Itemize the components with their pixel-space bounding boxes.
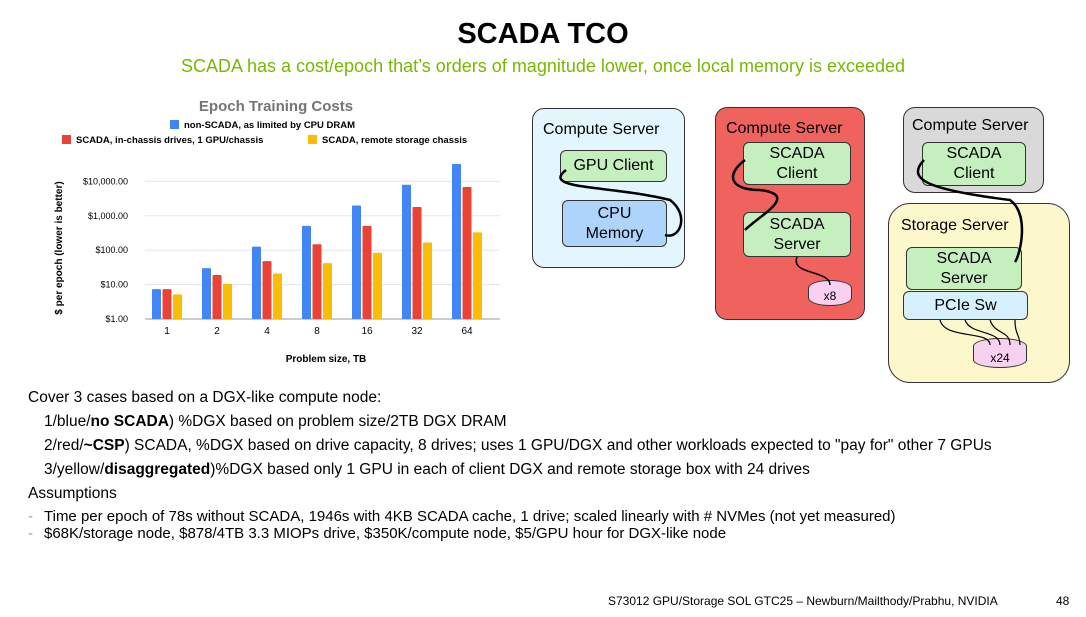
- y-axis-label: $ per epoch (lower is better): [54, 181, 65, 314]
- bar: [312, 244, 322, 319]
- legend-swatch: [62, 135, 71, 144]
- bar: [412, 207, 422, 319]
- page-number: 48: [1056, 594, 1070, 608]
- y-tick-label: $100.00: [95, 245, 128, 255]
- x-tick-label: 32: [411, 326, 423, 337]
- scada-server: SCADA Server: [743, 212, 851, 257]
- bar: [462, 186, 472, 319]
- legend-label: non-SCADA, as limited by CPU DRAM: [184, 120, 355, 131]
- bar: [423, 242, 432, 319]
- scada-client: SCADA Client: [922, 142, 1026, 186]
- server-title: Compute Server: [726, 120, 843, 137]
- bar: [212, 275, 222, 319]
- bar: [152, 289, 161, 319]
- x-tick-label: 8: [314, 326, 320, 337]
- legend-label: SCADA, in-chassis drives, 1 GPU/chassis: [76, 135, 263, 146]
- footer: S73012 GPU/Storage SOL GTC25 – Newburn/M…: [608, 594, 998, 608]
- server-title: Compute Server: [543, 121, 660, 138]
- legend-label: SCADA, remote storage chassis: [322, 135, 467, 146]
- server-title: Compute Server: [912, 117, 1029, 134]
- x-tick-label: 16: [361, 326, 373, 337]
- bar: [162, 289, 172, 319]
- scada-server: SCADA Server: [906, 247, 1022, 290]
- scada-client: SCADA Client: [743, 142, 851, 185]
- bar: [352, 205, 361, 319]
- x-tick-label: 2: [214, 326, 220, 337]
- legend-swatch: [308, 135, 317, 144]
- description-text: Cover 3 cases based on a DGX-like comput…: [28, 386, 992, 542]
- case-3: 3/yellow/disaggregated)%DGX based only 1…: [44, 461, 810, 478]
- chart-legend: non-SCADA, as limited by CPU DRAM SCADA, …: [62, 120, 467, 146]
- bar: [273, 273, 282, 319]
- bar: [202, 268, 211, 319]
- legend-swatch: [170, 120, 179, 129]
- x-tick-label: 1: [164, 326, 170, 337]
- bar: [323, 263, 332, 319]
- bar: [302, 225, 311, 319]
- server-title: Storage Server: [901, 217, 1009, 234]
- assumptions-heading: Assumptions: [28, 485, 117, 502]
- y-tick-label: $1,000.00: [88, 211, 128, 221]
- cpu-memory: CPU Memory: [562, 200, 667, 247]
- x-tick-label: 4: [264, 326, 270, 337]
- chart-title: Epoch Training Costs: [199, 98, 353, 115]
- x-axis-label: Problem size, TB: [286, 354, 367, 365]
- assumption-1: -Time per epoch of 78s without SCADA, 19…: [28, 508, 896, 525]
- bar: [373, 252, 382, 319]
- y-tick-label: $1.00: [105, 314, 128, 324]
- bar: [452, 164, 461, 319]
- intro: Cover 3 cases based on a DGX-like comput…: [28, 389, 382, 406]
- x-tick-label: 64: [461, 326, 473, 337]
- y-tick-label: $10,000.00: [83, 176, 128, 186]
- case-1: 1/blue/no SCADA) %DGX based on problem s…: [44, 413, 507, 430]
- bar: [362, 225, 372, 319]
- bar: [252, 246, 261, 319]
- bar: [173, 294, 182, 319]
- gpu-client: GPU Client: [560, 150, 667, 182]
- bar: [473, 232, 482, 319]
- slide-subtitle: SCADA has a cost/epoch that’s orders of …: [180, 56, 906, 76]
- slide-title: SCADA TCO: [457, 18, 629, 50]
- bar: [402, 184, 411, 319]
- pcie-switch: PCIe Sw: [903, 291, 1028, 320]
- y-tick-label: $10.00: [100, 280, 128, 290]
- assumption-2: -$68K/storage node, $878/4TB 3.3 MIOPs d…: [28, 525, 727, 542]
- epoch-cost-chart: Epoch Training Costs non-SCADA, as limit…: [54, 98, 500, 365]
- case-2: 2/red/~CSP) SCADA, %DGX based on drive c…: [44, 437, 992, 454]
- bar: [262, 261, 272, 319]
- bar: [223, 283, 232, 319]
